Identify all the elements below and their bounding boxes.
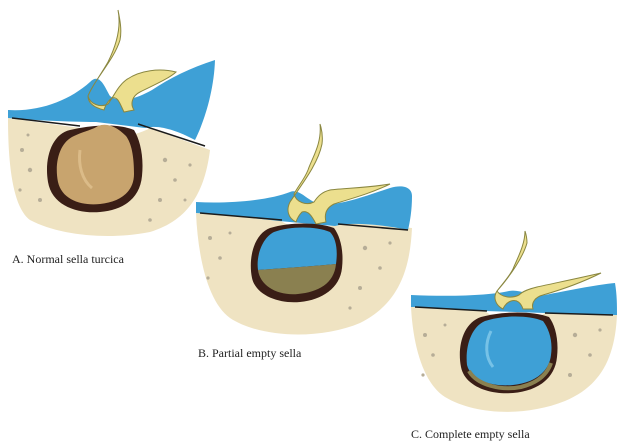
caption-partial-empty-sella: B. Partial empty sella (198, 346, 301, 361)
csf-filled-sella (467, 317, 552, 386)
caption-complete-empty-sella: C. Complete empty sella (411, 427, 530, 442)
panel-complete-empty-sella (405, 225, 619, 420)
panel-partial-empty-sella (190, 118, 420, 343)
caption-normal-sella: A. Normal sella turcica (12, 252, 124, 267)
